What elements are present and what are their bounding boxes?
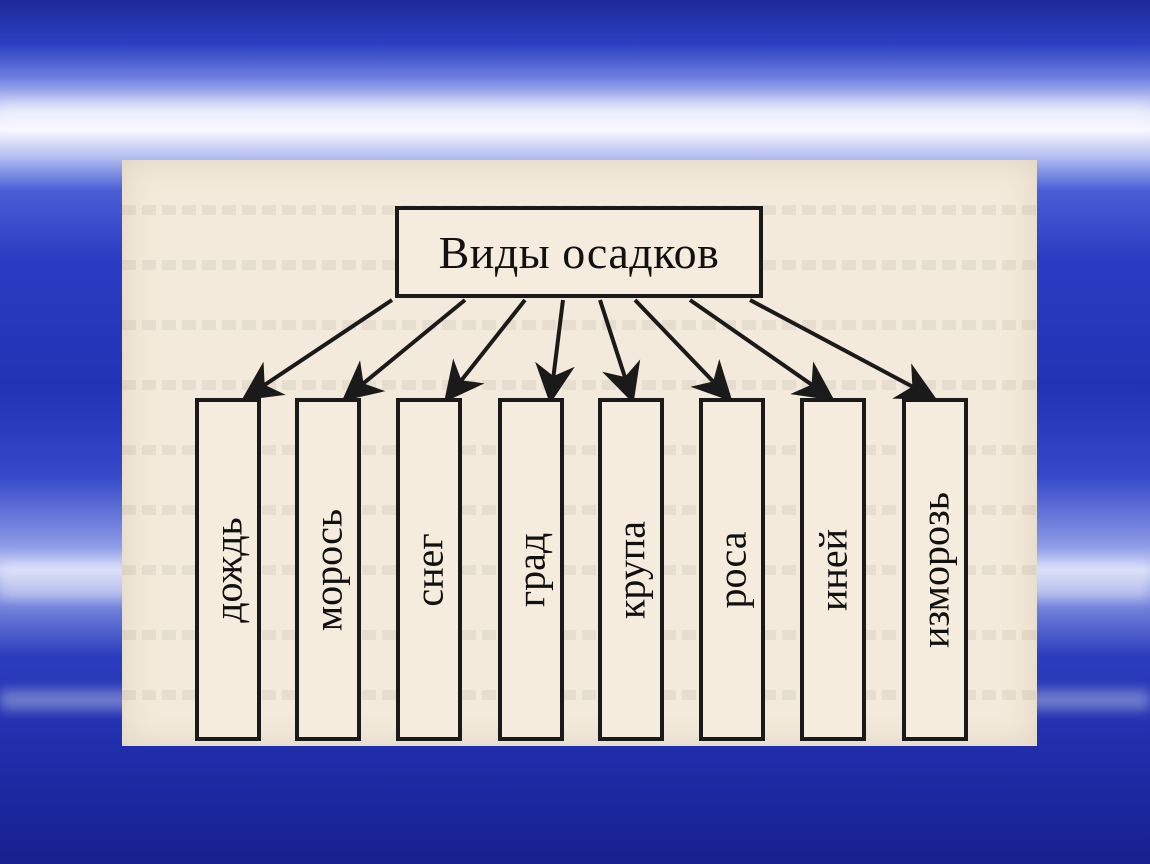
type-label-frost: иней (810, 528, 856, 611)
type-box-rain: дождь (195, 398, 261, 741)
type-box-dew: роса (699, 398, 765, 741)
arrow-7 (688, 298, 835, 401)
title-box: Виды осадков (395, 206, 763, 298)
type-box-graupel: крупа (598, 398, 664, 741)
type-label-rime: изморозь (912, 491, 958, 648)
type-label-drizzle: морось (305, 508, 351, 631)
arrow-6 (633, 298, 733, 402)
faint-background-text (122, 630, 1037, 640)
type-box-hail: град (498, 398, 564, 741)
type-label-snow: снег (406, 532, 452, 607)
type-label-dew: роса (709, 531, 755, 608)
faint-background-text (122, 690, 1037, 700)
arrow-5 (598, 299, 641, 404)
type-box-rime: изморозь (902, 398, 968, 741)
faint-background-text (122, 320, 1037, 330)
faint-background-text (122, 380, 1037, 390)
arrow-4 (535, 299, 575, 404)
arrow-group (241, 298, 938, 404)
arrow-2 (341, 298, 467, 402)
type-label-hail: град (508, 532, 554, 607)
diagram-title: Виды осадков (438, 226, 720, 278)
arrow-8 (749, 298, 938, 400)
background-streak (0, 100, 1150, 130)
type-label-graupel: крупа (608, 520, 654, 619)
faint-background-text (122, 565, 1037, 575)
type-label-rain: дождь (205, 516, 251, 623)
faint-background-text (122, 505, 1037, 515)
faint-background-text (122, 445, 1037, 455)
type-box-snow: снег (396, 398, 462, 741)
type-box-frost: иней (800, 398, 866, 741)
type-box-drizzle: морось (295, 398, 361, 741)
arrow-1 (241, 298, 394, 401)
arrow-3 (444, 298, 527, 403)
